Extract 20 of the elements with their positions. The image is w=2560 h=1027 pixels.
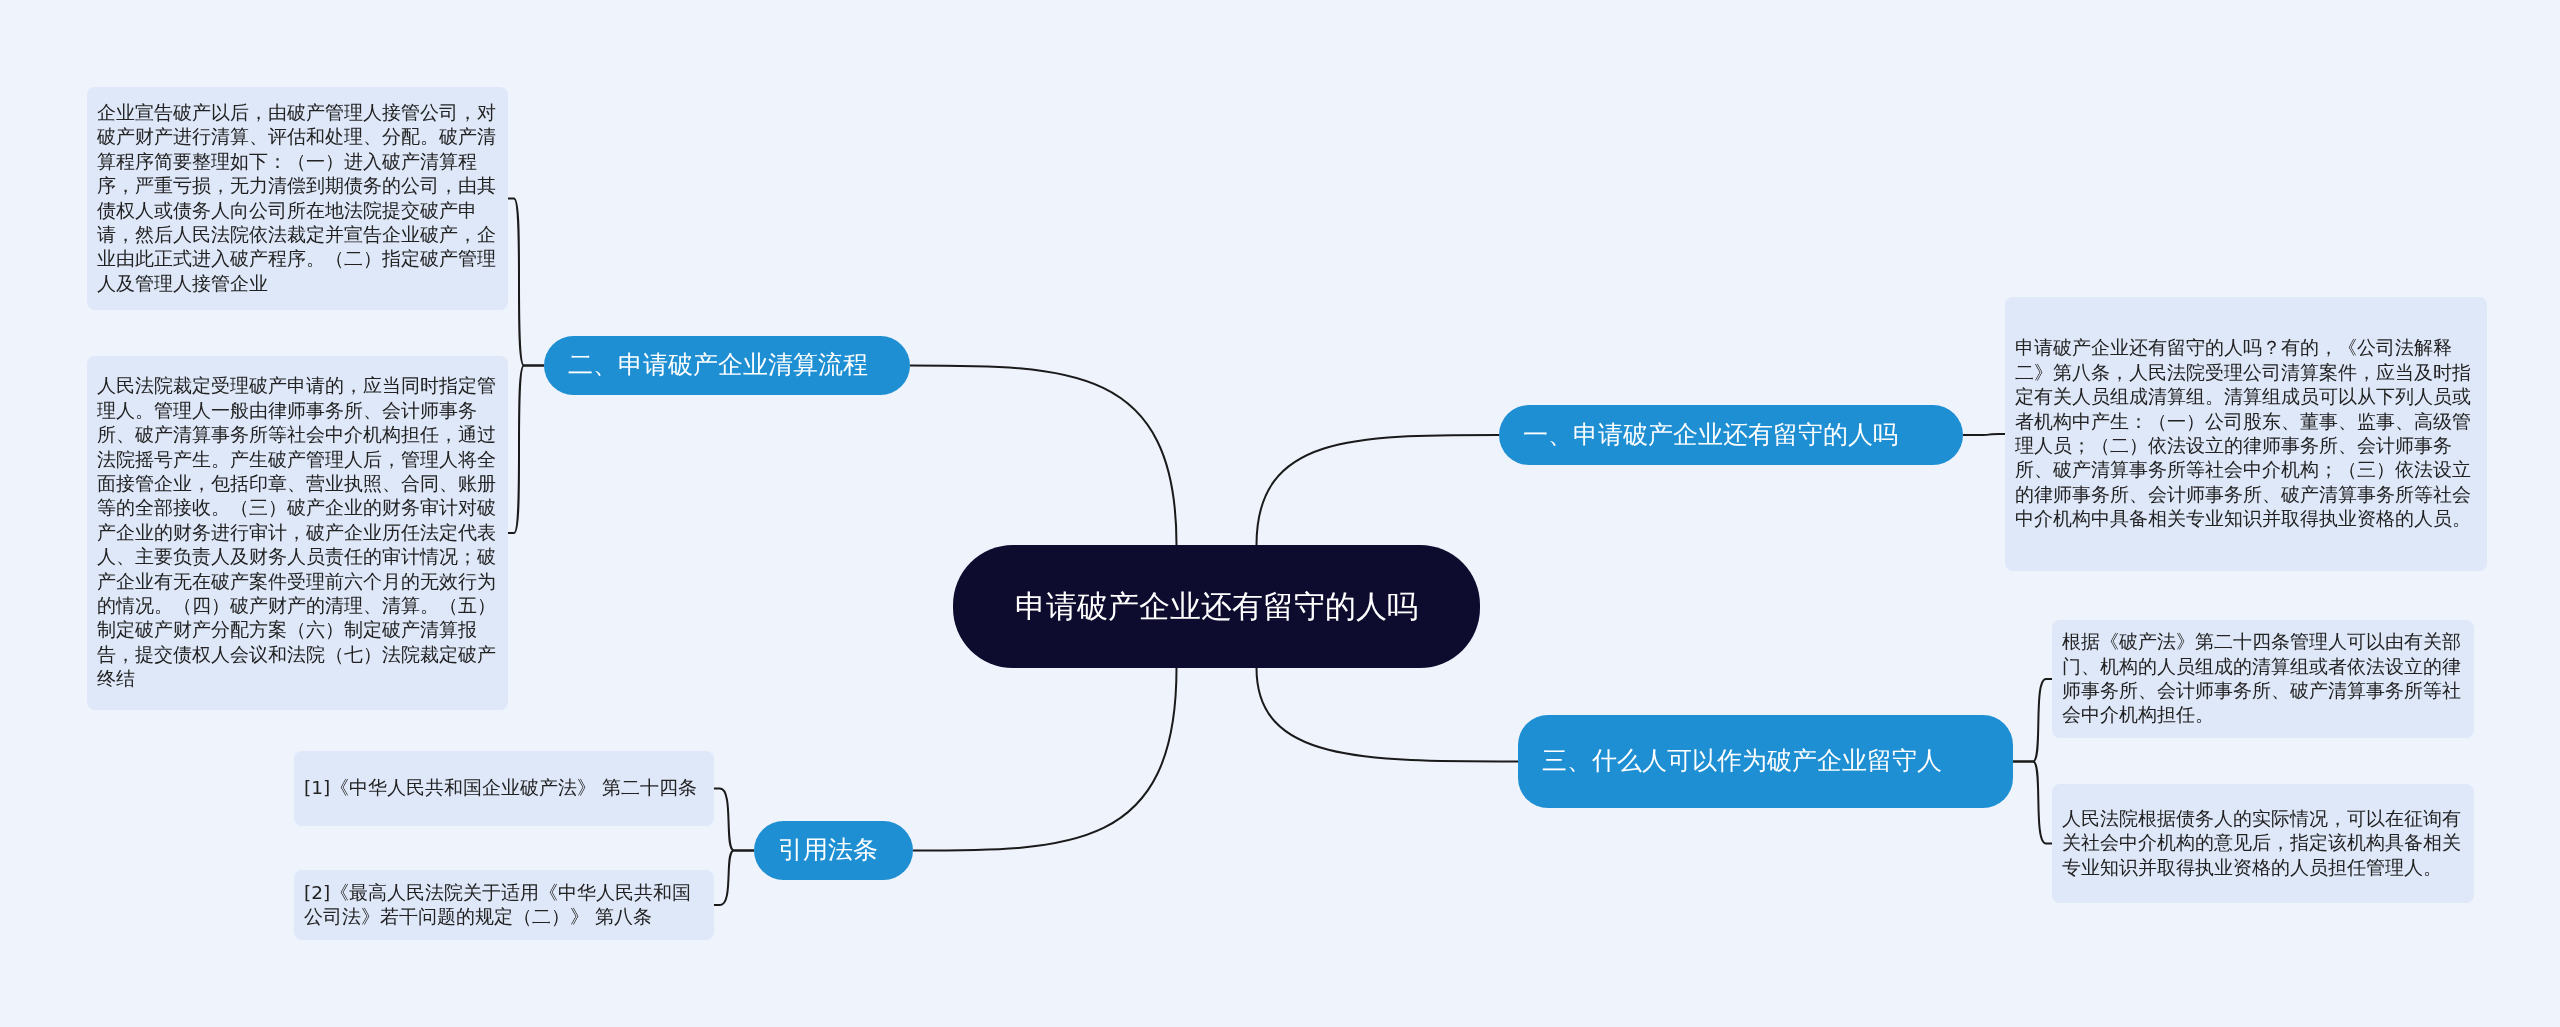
text-card: 人民法院根据债务人的实际情况，可以在征询有关社会中介机构的意见后，指定该机构具备相关专业知识并取得执业资格的人员担任管理人。 <box>2052 784 2474 903</box>
branch-topic: 三、什么人可以作为破产企业留守人 <box>1518 715 2013 808</box>
text-card: 企业宣告破产以后，由破产管理人接管公司，对破产财产进行清算、评估和处理、分配。破产清算程序简要整理如下：（一）进入破产清算程序，严重亏损，无力清偿到期债务的公司，由其债权人或债务人向公司所在地法院提交破产申请，然后人民法院依法裁定并宣告企业破产，企业由此正式进入破产程序。（二）指定破产管理人及管理人接管企业 <box>87 87 508 310</box>
connector-line <box>2012 760 2053 845</box>
connector-line <box>713 849 755 906</box>
branch-topic: 引用法条 <box>754 821 913 880</box>
connector-line <box>909 364 1178 546</box>
text-card: [1]《中华人民共和国企业破产法》 第二十四条 <box>294 751 714 826</box>
branch-topic: 二、申请破产企业清算流程 <box>544 336 910 395</box>
text-card: 人民法院裁定受理破产申请的，应当同时指定管理人。管理人一般由律师事务所、会计师事务所、破产清算事务所等社会中介机构担任，通过法院摇号产生。产生破产管理人后，管理人将全面接管企业，包括印章、营业执照、合同、账册等的全部接收。（三）破产企业的财务审计对破产企业的财务进行审计，破产企业历任法定代表人、主要负责人及财务人员责任的审计情况；破产企业有无在破产案件受理前六个月的无效行为的情况。（四）破产财产的清理、清算。（五）制定破产财产分配方案（六）制定破产清算报告，提交债权人会议和法院（七）法院裁定破产终结 <box>87 356 508 710</box>
connector-line <box>1255 434 1500 546</box>
text-card: 根据《破产法》第二十四条管理人可以由有关部门、机构的人员组成的清算组或者依法设立的律师事务所、会计师事务所、破产清算事务所等社会中介机构担任。 <box>2052 620 2474 738</box>
connector-line <box>912 667 1178 852</box>
connector-line <box>507 364 545 534</box>
branch-topic: 一、申请破产企业还有留守的人吗 <box>1499 405 1963 465</box>
connector-line <box>1255 667 1519 763</box>
central-topic: 申请破产企业还有留守的人吗 <box>953 545 1480 668</box>
text-card: 申请破产企业还有留守的人吗？有的，《公司法解释二》第八条，人民法院受理公司清算案件，应当及时指定有关人员组成清算组。清算组成员可以从下列人员或者机构中产生：（一）公司股东、董事、监事、高级管理人员；（二）依法设立的律师事务所、会计师事务所、破产清算事务所等社会中介机构；（三）依法设立的律师事务所、会计师事务所、破产清算事务所等社会中介机构中具备相关专业知识并取得执业资格的人员。 <box>2005 297 2487 571</box>
connector-line <box>1962 433 2006 436</box>
text-card: [2]《最高人民法院关于适用《中华人民共和国公司法》若干问题的规定（二）》 第八条 <box>294 870 714 940</box>
